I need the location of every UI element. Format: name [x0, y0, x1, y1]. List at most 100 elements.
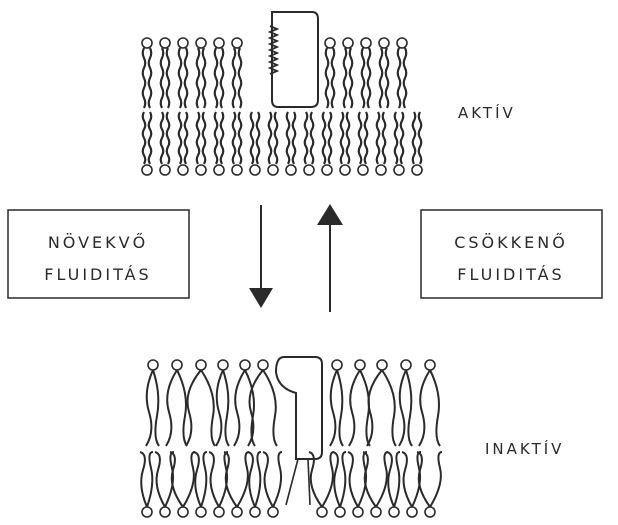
lipid-tail — [376, 452, 388, 507]
lipid-tail — [179, 48, 182, 108]
lipid-tail — [248, 452, 255, 507]
lipid-head — [353, 507, 363, 517]
lipid-head — [214, 165, 224, 175]
up-arrow — [317, 204, 343, 312]
lipid-tail — [147, 452, 153, 507]
lipid-lower — [309, 452, 334, 517]
lipid-tail — [402, 452, 412, 507]
lipid-head — [250, 507, 260, 517]
lipid-tail — [404, 48, 407, 108]
lipid-tail — [332, 48, 335, 108]
lipid-head — [355, 360, 365, 370]
lipid-head — [407, 507, 417, 517]
lipid-tail — [186, 370, 201, 446]
lipid-tail — [224, 452, 237, 507]
lipid-head — [178, 165, 188, 175]
lipid-head — [332, 360, 342, 370]
lipid-lower — [268, 112, 278, 175]
lipid-upper — [186, 360, 215, 446]
lipid-tail — [287, 112, 290, 164]
lipid-head — [160, 38, 170, 48]
lipid-tail — [368, 48, 371, 108]
lipid-tail — [430, 370, 440, 446]
lipid-head — [401, 360, 411, 370]
lipid-lower — [224, 452, 249, 517]
increasing-label-line1: NÖVEKVŐ — [48, 232, 148, 252]
lipid-head — [371, 507, 381, 517]
lipid-lower — [363, 452, 388, 517]
lipid-lower — [196, 112, 206, 175]
lipid-head — [425, 360, 435, 370]
lipid-tail — [399, 370, 406, 446]
lipid-tail — [215, 48, 218, 108]
lipid-lower — [417, 452, 442, 517]
lipid-tail — [143, 112, 146, 164]
lipid-head — [142, 507, 152, 517]
lipid-head — [268, 165, 278, 175]
lipid-head — [240, 360, 250, 370]
lipid-upper — [379, 38, 389, 108]
lipid-tail — [203, 48, 206, 108]
lipid-upper — [146, 360, 159, 446]
lipid-head — [412, 165, 422, 175]
lipid-tail — [167, 112, 170, 164]
lipid-upper — [419, 360, 440, 446]
lipid-tail — [377, 112, 380, 164]
lipid-head — [304, 165, 314, 175]
state-label-inactive: INAKTÍV — [485, 439, 564, 458]
lipid-lower — [387, 452, 400, 517]
lipid-tail — [234, 370, 245, 446]
lipid-head — [160, 165, 170, 175]
lipid-head — [178, 38, 188, 48]
lipid-tail — [223, 370, 229, 446]
lipid-tail — [329, 112, 332, 164]
lipid-tail — [340, 452, 346, 507]
lipid-upper — [232, 38, 242, 108]
lipid-tail — [347, 112, 350, 164]
lipid-upper — [361, 38, 371, 108]
lipid-head — [425, 507, 435, 517]
lipid-head — [142, 38, 152, 48]
lipid-upper — [216, 360, 229, 446]
lipid-tail — [311, 112, 314, 164]
lipid-tail — [341, 112, 344, 164]
lipid-tail — [383, 112, 386, 164]
lipid-tail — [394, 452, 400, 507]
lipid-upper — [397, 38, 407, 108]
lipid-lower — [412, 112, 422, 175]
lipid-tail — [197, 112, 200, 164]
lipid-tail — [348, 452, 358, 507]
lipid-head — [397, 38, 407, 48]
lipid-tail — [305, 112, 308, 164]
lipid-head — [250, 165, 260, 175]
lipid-tail — [406, 370, 412, 446]
lipid-tail — [386, 48, 389, 108]
lipid-lower — [394, 112, 404, 175]
decreasing-label-line2: FLUIDITÁS — [457, 265, 564, 284]
lipid-tail — [201, 452, 207, 507]
lipid-lower — [340, 112, 350, 175]
lipid-tail — [401, 112, 404, 164]
lipid-head — [322, 165, 332, 175]
lipid-lower — [170, 452, 195, 517]
lipid-tail — [419, 370, 430, 446]
lipid-tail — [201, 370, 215, 446]
lipid-head — [394, 165, 404, 175]
lipid-head — [232, 165, 242, 175]
lipid-upper — [367, 360, 396, 446]
lipid-upper — [166, 360, 187, 446]
lipid-tail — [273, 452, 282, 507]
lipid-head — [343, 38, 353, 48]
lipid-tail — [255, 452, 261, 507]
lipid-tail — [233, 48, 236, 108]
lipid-tail — [417, 452, 430, 507]
lipid-head — [376, 165, 386, 175]
lipid-head — [218, 360, 228, 370]
active-membrane-protein — [270, 12, 318, 107]
lipid-head — [196, 38, 206, 48]
lipid-head — [232, 507, 242, 517]
lipid-tail — [177, 370, 187, 446]
lipid-tail — [269, 112, 272, 164]
